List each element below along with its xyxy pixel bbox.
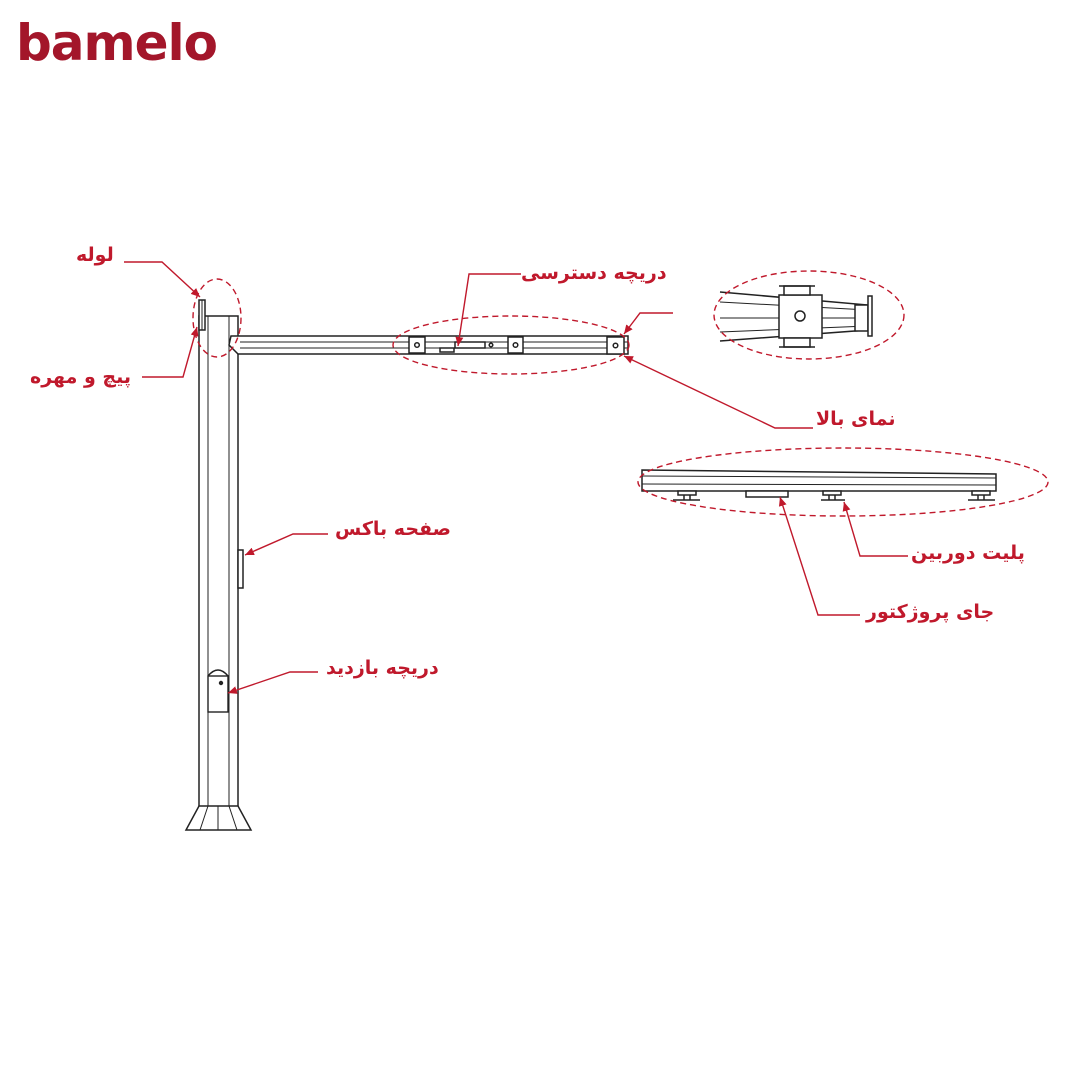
inspection-hatch-shape bbox=[207, 669, 229, 713]
brand-logo: bamelo bbox=[16, 14, 218, 72]
arm-brackets bbox=[408, 336, 625, 355]
label-access-hatch: دریچه دسترسی bbox=[521, 262, 667, 284]
label-top-view: نمای بالا bbox=[816, 408, 896, 430]
arm bbox=[228, 335, 629, 355]
label-projector-mount: جای پروژکتور bbox=[866, 601, 995, 623]
label-box-plate: صفحه باکس bbox=[335, 518, 452, 540]
top-view-detail bbox=[719, 285, 873, 348]
side-view-detail bbox=[641, 469, 997, 501]
label-pipe: لوله bbox=[76, 244, 114, 266]
box-plate-shape bbox=[237, 549, 244, 589]
label-camera-plate: پلیت دوربین bbox=[911, 542, 1025, 564]
label-inspection-hatch: دریچه بازدید bbox=[326, 657, 439, 679]
leader-lines bbox=[124, 261, 908, 694]
highlight-ellipses bbox=[192, 270, 1049, 517]
pole-base bbox=[184, 805, 253, 831]
label-bolt-nut: پیچ و مهره bbox=[30, 366, 131, 388]
pole bbox=[198, 299, 239, 819]
